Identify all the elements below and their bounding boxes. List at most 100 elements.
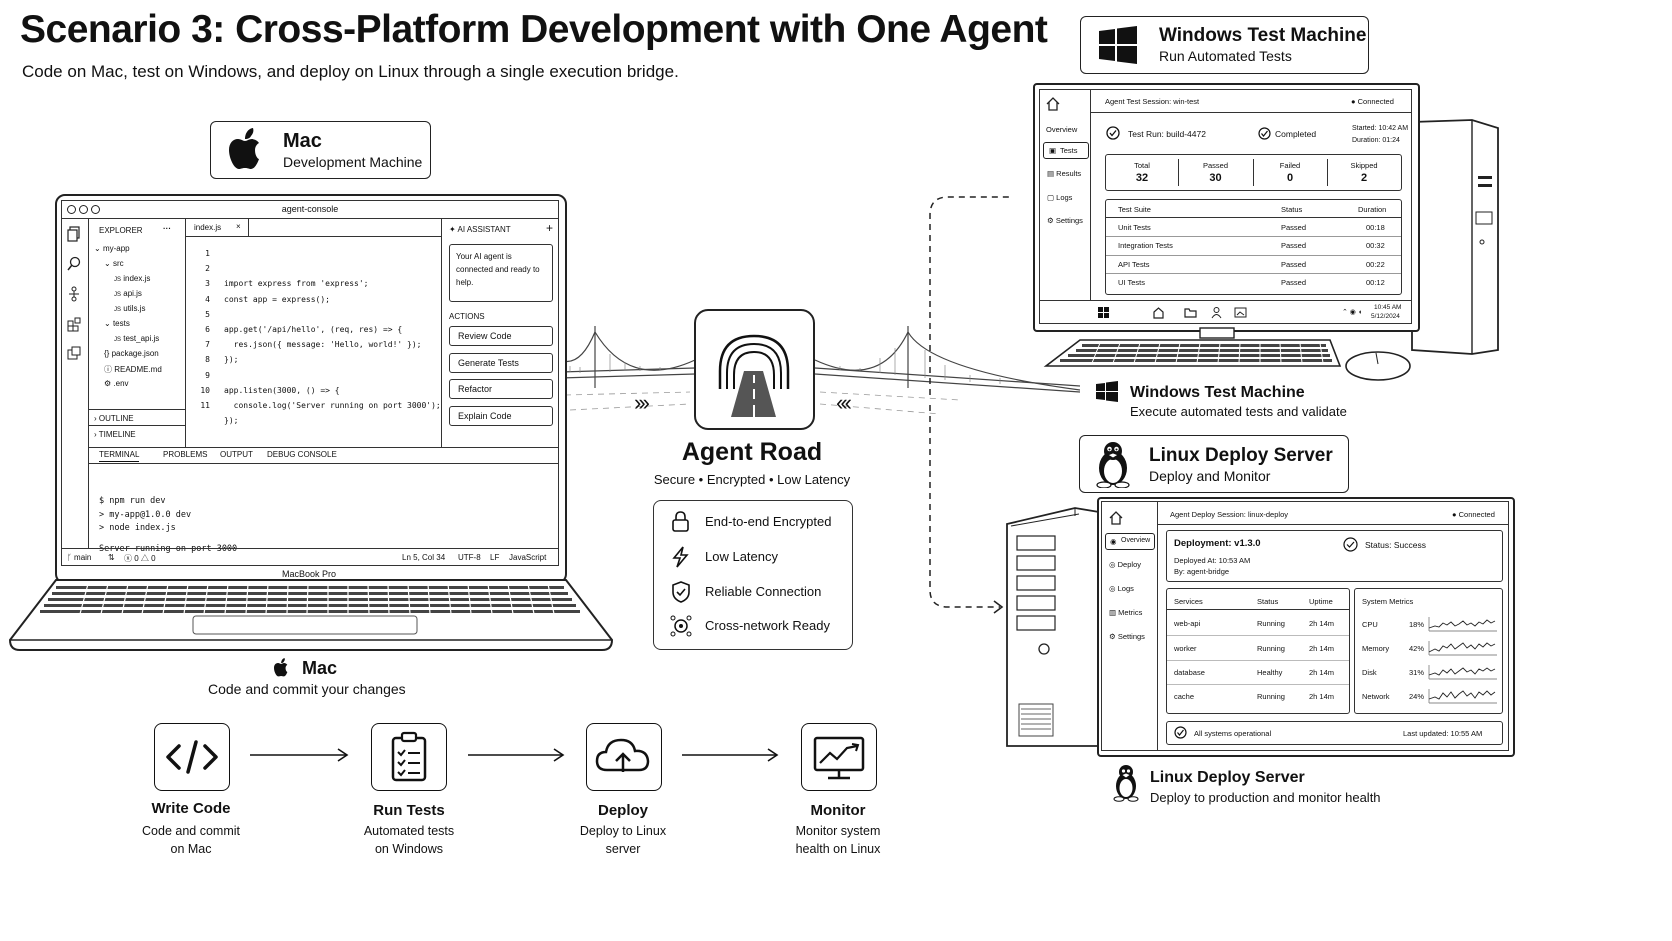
tab-terminal[interactable]: TERMINAL bbox=[99, 450, 140, 462]
tab-debug-console[interactable]: DEBUG CONSOLE bbox=[267, 450, 337, 459]
linux-nav-overview[interactable]: ◉Overview bbox=[1105, 533, 1155, 550]
status-check-icon bbox=[1343, 537, 1358, 552]
operational-status: All systems operational bbox=[1194, 729, 1272, 738]
col-service-status: Status bbox=[1257, 597, 1279, 606]
tux-penguin-icon bbox=[1096, 442, 1130, 488]
tree-file-env[interactable]: ⚙ .env bbox=[104, 379, 129, 388]
taskbar-folder-icon[interactable] bbox=[1184, 306, 1197, 319]
files-icon[interactable] bbox=[67, 226, 81, 242]
taskbar-date[interactable]: 5/12/2024 bbox=[1371, 313, 1400, 320]
tree-file-api-js[interactable]: JS api.js bbox=[114, 289, 142, 298]
agent-road-subtitle: Secure • Encrypted • Low Latency bbox=[653, 472, 851, 487]
tree-file-utils-js[interactable]: JS utils.js bbox=[114, 304, 146, 313]
mac-card: Mac Development Machine bbox=[210, 121, 431, 179]
maximize-window-button[interactable] bbox=[91, 205, 100, 214]
tree-file-index-js[interactable]: JS index.js bbox=[114, 274, 151, 283]
tab-output[interactable]: OUTPUT bbox=[220, 450, 253, 459]
windows-nav-results[interactable]: ▤ Results bbox=[1047, 169, 1082, 178]
tux-penguin-icon bbox=[1113, 765, 1139, 802]
assistant-message: Your AI agent is connected and ready to … bbox=[449, 244, 553, 302]
laptop-model-label: MacBook Pro bbox=[281, 569, 337, 579]
review-code-button[interactable]: Review Code bbox=[449, 326, 553, 346]
tab-index-js[interactable]: index.js × bbox=[186, 218, 249, 236]
taskbar-clock[interactable]: 10:45 AM bbox=[1374, 304, 1402, 311]
taskbar-user-icon[interactable] bbox=[1210, 306, 1223, 319]
eol-indicator[interactable]: LF bbox=[490, 553, 500, 562]
actions-title: ACTIONS bbox=[449, 312, 485, 321]
taskbar-store-icon[interactable] bbox=[1152, 306, 1165, 319]
minimize-window-button[interactable] bbox=[79, 205, 88, 214]
tab-problems[interactable]: PROBLEMS bbox=[163, 450, 208, 459]
search-icon[interactable] bbox=[67, 256, 81, 272]
windows-nav-overview[interactable]: Overview bbox=[1046, 125, 1078, 134]
metric-sparklines bbox=[1428, 617, 1497, 704]
metrics-title: System Metrics bbox=[1362, 597, 1414, 606]
tree-folder-my-app[interactable]: ⌄ my-app bbox=[94, 244, 130, 253]
close-tab-button[interactable]: × bbox=[236, 222, 241, 231]
explain-code-button[interactable]: Explain Code bbox=[449, 406, 553, 426]
windows-nav-settings[interactable]: ⚙ Settings bbox=[1047, 216, 1083, 225]
linux-nav-logs[interactable]: ◎ Logs bbox=[1109, 584, 1134, 593]
home-icon[interactable] bbox=[1046, 97, 1060, 111]
home-icon[interactable] bbox=[1109, 511, 1123, 525]
metric-cpu-label: CPU bbox=[1362, 620, 1378, 629]
col-uptime: Uptime bbox=[1309, 597, 1333, 606]
generate-tests-button[interactable]: Generate Tests bbox=[449, 353, 553, 373]
macbook-keyboard-base bbox=[8, 579, 614, 651]
windows-keyboard-mouse bbox=[1043, 327, 1411, 381]
new-chat-button[interactable]: + bbox=[546, 221, 554, 235]
linux-nav-metrics[interactable]: ▥ Metrics bbox=[1109, 608, 1143, 617]
language-indicator[interactable]: JavaScript bbox=[509, 553, 547, 562]
outline-section[interactable]: › OUTLINE bbox=[94, 414, 134, 423]
step-deploy-title: Deploy bbox=[597, 802, 648, 819]
linux-deploy-app: ◉Overview ◎ Deploy ◎ Logs ▥ Metrics ⚙ Se… bbox=[1101, 501, 1509, 751]
explorer-more-button[interactable]: ··· bbox=[163, 224, 171, 233]
tree-folder-src[interactable]: ⌄ src bbox=[104, 259, 124, 268]
problems-indicator[interactable]: ⓧ 0 △ 0 bbox=[124, 554, 156, 563]
cursor-position[interactable]: Ln 5, Col 34 bbox=[402, 553, 446, 562]
feature-reliable: Reliable Connection bbox=[705, 584, 822, 599]
close-window-button[interactable] bbox=[67, 205, 76, 214]
refactor-button[interactable]: Refactor bbox=[449, 379, 553, 399]
tree-file-readme[interactable]: ⓘ README.md bbox=[104, 365, 162, 374]
branch-indicator[interactable]: ᚴ main bbox=[67, 553, 92, 562]
linux-card-subtitle: Deploy and Monitor bbox=[1149, 468, 1271, 484]
stat-failed-value: 0 bbox=[1286, 172, 1294, 184]
stat-passed-label: Passed bbox=[1202, 161, 1229, 170]
encoding-indicator[interactable]: UTF-8 bbox=[458, 553, 481, 562]
tray-icons[interactable]: ⌃ ◉ ◖ bbox=[1342, 309, 1363, 316]
step-write-code-icon-box bbox=[154, 723, 230, 791]
remote-explorer-icon[interactable] bbox=[67, 346, 81, 362]
windows-nav-logs[interactable]: ▢ Logs bbox=[1047, 193, 1073, 202]
linux-nav-deploy[interactable]: ◎ Deploy bbox=[1109, 560, 1141, 569]
linux-sidebar: ◉Overview ◎ Deploy ◎ Logs ▥ Metrics ⚙ Se… bbox=[1102, 502, 1158, 750]
tree-file-package-json[interactable]: {} package.json bbox=[104, 349, 159, 358]
step-monitor-icon-box bbox=[801, 723, 877, 791]
tree-folder-tests[interactable]: ⌄ tests bbox=[104, 319, 130, 328]
bridge-illustration bbox=[560, 326, 1080, 415]
start-button-icon[interactable] bbox=[1098, 307, 1109, 318]
explorer-title: EXPLORER bbox=[99, 226, 143, 235]
taskbar-image-icon[interactable] bbox=[1234, 306, 1247, 319]
extensions-icon[interactable] bbox=[67, 316, 81, 332]
windows-nav-tests[interactable]: ▣Tests bbox=[1043, 142, 1089, 159]
source-control-icon[interactable] bbox=[67, 286, 81, 302]
tree-file-test-api-js[interactable]: JS test_api.js bbox=[114, 334, 160, 343]
sync-icon[interactable]: ⇅ bbox=[108, 553, 115, 562]
deployment-status: Status: Success bbox=[1365, 540, 1426, 550]
code-content[interactable]: import express from 'express';const app … bbox=[224, 279, 441, 426]
timeline-section[interactable]: › TIMELINE bbox=[94, 430, 136, 439]
linux-nav-settings[interactable]: ⚙ Settings bbox=[1109, 632, 1145, 641]
linux-server-tower bbox=[1006, 507, 1100, 747]
network-sparkline bbox=[1428, 690, 1496, 700]
